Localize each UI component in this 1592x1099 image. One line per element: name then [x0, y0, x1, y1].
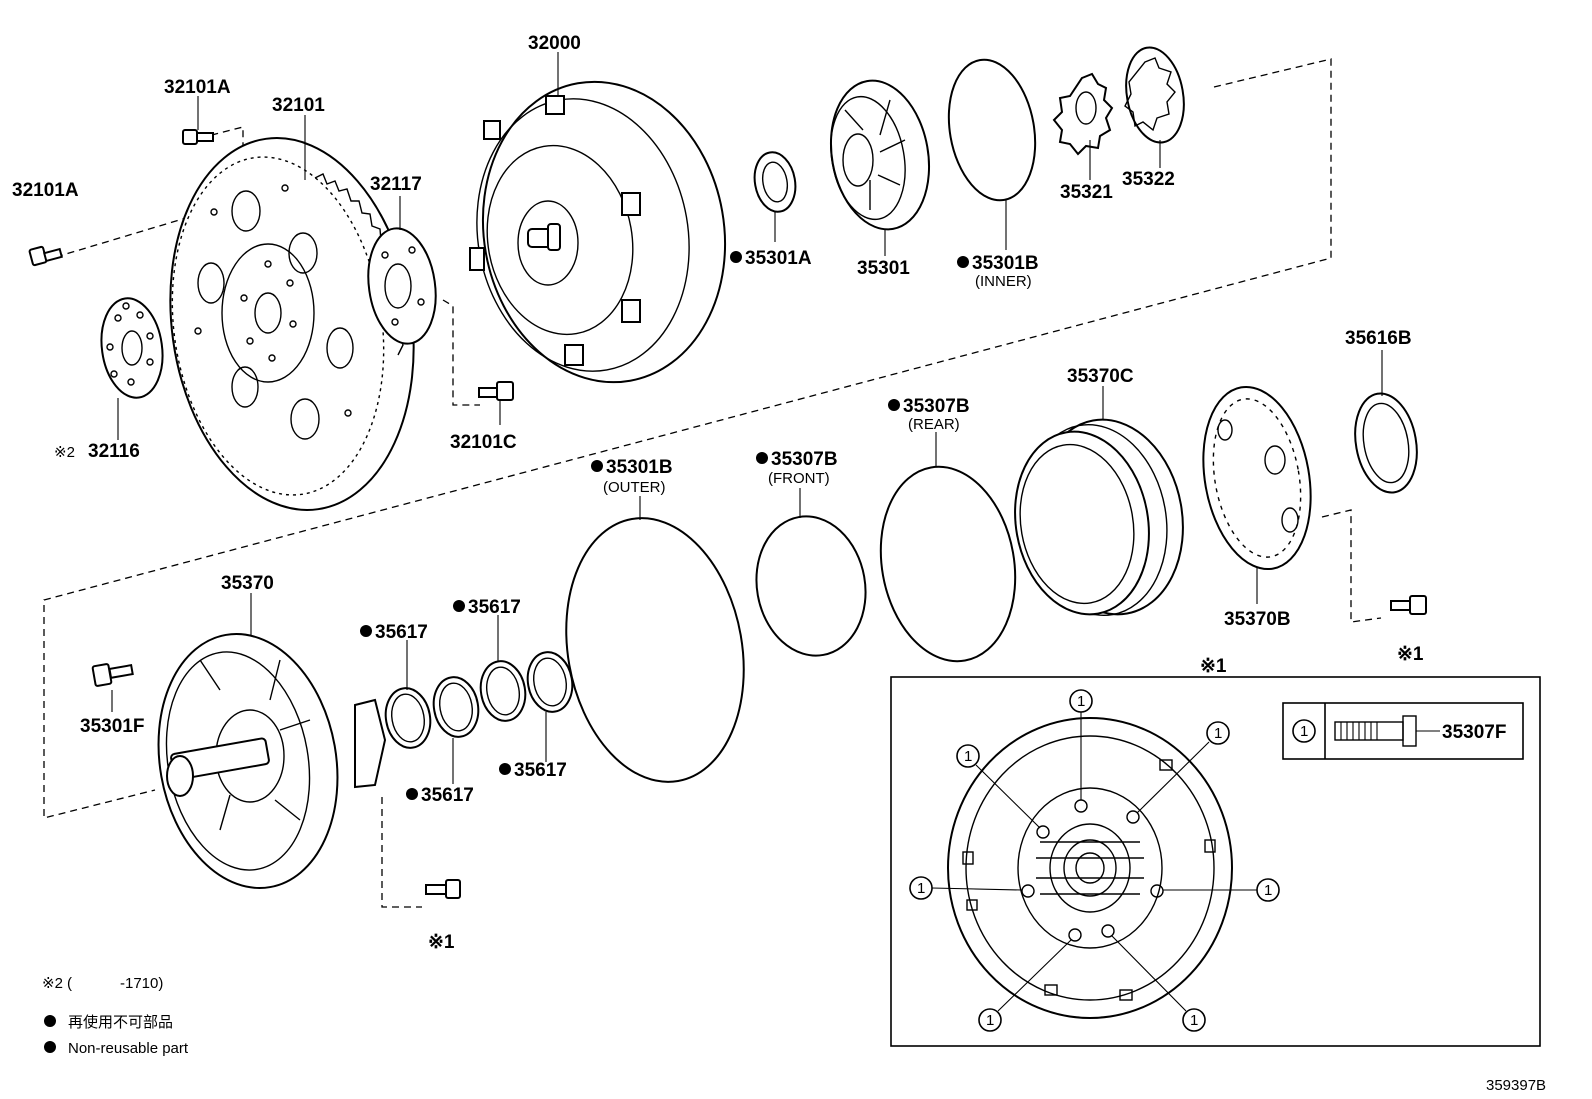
label-35301B-outer: 35301B: [606, 457, 673, 478]
label-35370B: 35370B: [1224, 609, 1291, 630]
driven-gear-35322: [1124, 46, 1185, 144]
pump-body-35301: [829, 79, 931, 231]
nonreusable-dot: [591, 460, 603, 472]
label-35617-b: 35617: [468, 597, 521, 618]
torque-converter-32000: [469, 80, 727, 384]
label-35617-a: 35617: [375, 622, 428, 643]
nonreusable-dot: [360, 625, 372, 637]
snap-ring-35616B: [1354, 392, 1418, 494]
stator-shaft-35370C: [1014, 418, 1184, 617]
legend: ※2 ( -1710) 再使用不可部品 Non-reusable part: [42, 975, 189, 1057]
nonreusable-dot: [499, 763, 511, 775]
pump-front-view: [947, 717, 1233, 1019]
detail-view: ※1 1 35307F: [890, 656, 1541, 1047]
legend-note2-paren: (: [67, 975, 72, 992]
label-35307B-front: 35307B: [771, 449, 838, 470]
label-35301B-outer-sub: (OUTER): [603, 479, 666, 496]
part-labels: 32000 32101A 32101 32101A 32117 ※2 32116…: [12, 33, 1424, 953]
callout-number: 1: [1077, 693, 1085, 710]
callout-number: 1: [1214, 725, 1222, 742]
label-35616B: 35616B: [1345, 328, 1412, 349]
bolt-ref1-right: [1390, 595, 1427, 615]
callout-number: 1: [1264, 882, 1272, 899]
label-35301F: 35301F: [80, 716, 144, 737]
nonreusable-dot: [730, 251, 742, 263]
label-35370C: 35370C: [1067, 366, 1134, 387]
detail-frame: [890, 676, 1541, 1047]
label-35307B-rear-sub: (REAR): [908, 416, 960, 433]
plate-32117: [367, 227, 437, 345]
label-32101A-top: 32101A: [164, 77, 231, 98]
legend-dot: [44, 1015, 56, 1027]
seal-ring-35617-3: [479, 660, 527, 722]
nonreusable-dot: [888, 399, 900, 411]
seal-35301A: [753, 151, 797, 213]
label-32117: 32117: [370, 174, 422, 195]
label-35617-c: 35617: [514, 760, 567, 781]
diagram-id: 359397B: [1486, 1077, 1546, 1094]
drive-plate-32101: [169, 137, 415, 511]
seal-ring-35617-2: [432, 676, 480, 738]
nonreusable-dot: [453, 600, 465, 612]
bolt-32101A-top: [182, 129, 214, 145]
label-35321: 35321: [1060, 182, 1113, 203]
legend-note2-mark: ※2: [42, 975, 63, 992]
bolt-32101A-left: [28, 245, 63, 267]
oil-pump-assembly-35370: [157, 633, 387, 889]
legend-note2-range: -1710): [120, 975, 163, 992]
bolt-35301F: [91, 663, 134, 687]
label-ref1-detail: ※1: [1200, 656, 1227, 677]
label-32101A-left: 32101A: [12, 180, 79, 201]
legend-nonreusable-jp: 再使用不可部品: [68, 1014, 173, 1031]
label-35301: 35301: [857, 258, 910, 279]
label-32116-mark: ※2: [54, 444, 75, 461]
nonreusable-dot: [406, 788, 418, 800]
label-35307B-rear: 35307B: [903, 396, 970, 417]
pump-cover-35370B: [1202, 385, 1312, 571]
nonreusable-dot: [756, 452, 768, 464]
callout-number: 1: [1300, 723, 1308, 740]
label-35301B-inner: 35301B: [972, 253, 1039, 274]
oring-35307B-front: [755, 515, 867, 657]
label-35370: 35370: [221, 573, 274, 594]
label-ref1-bottom: ※1: [428, 932, 455, 953]
seal-ring-35617-1: [384, 687, 432, 749]
label-32101: 32101: [272, 95, 325, 116]
label-35301A: 35301A: [745, 248, 812, 269]
seal-ring-35617-4: [526, 651, 574, 713]
label-35301B-inner-sub: (INNER): [975, 273, 1032, 290]
label-35617-d: 35617: [421, 785, 474, 806]
oring-35301B-inner: [947, 58, 1037, 202]
legend-dot: [44, 1041, 56, 1053]
label-35322: 35322: [1122, 169, 1175, 190]
bolt-32101C: [478, 381, 514, 401]
drive-gear-35321: [1052, 72, 1114, 156]
label-ref1-right: ※1: [1397, 644, 1424, 665]
callout-number: 1: [986, 1012, 994, 1029]
label-32116: 32116: [88, 441, 140, 462]
oring-35307B-rear: [879, 465, 1017, 663]
callout-number: 1: [964, 748, 972, 765]
legend-nonreusable-en: Non-reusable part: [68, 1040, 189, 1057]
detail-callouts: 1 1 1 1 1 1 1: [909, 689, 1280, 1032]
nonreusable-dot: [957, 256, 969, 268]
bolt-35307F-legend: 1 35307F: [1282, 702, 1524, 760]
label-35307F: 35307F: [1442, 722, 1506, 743]
adapter-plate-32116: [100, 297, 164, 399]
callout-number: 1: [917, 880, 925, 897]
bolt-ref1-bottom: [425, 879, 461, 899]
oring-35301B-outer: [565, 517, 745, 783]
callout-number: 1: [1190, 1012, 1198, 1029]
label-32000: 32000: [528, 33, 581, 54]
label-35307B-front-sub: (FRONT): [768, 470, 830, 487]
label-32101C: 32101C: [450, 432, 517, 453]
leader-lines: [111, 52, 1383, 784]
